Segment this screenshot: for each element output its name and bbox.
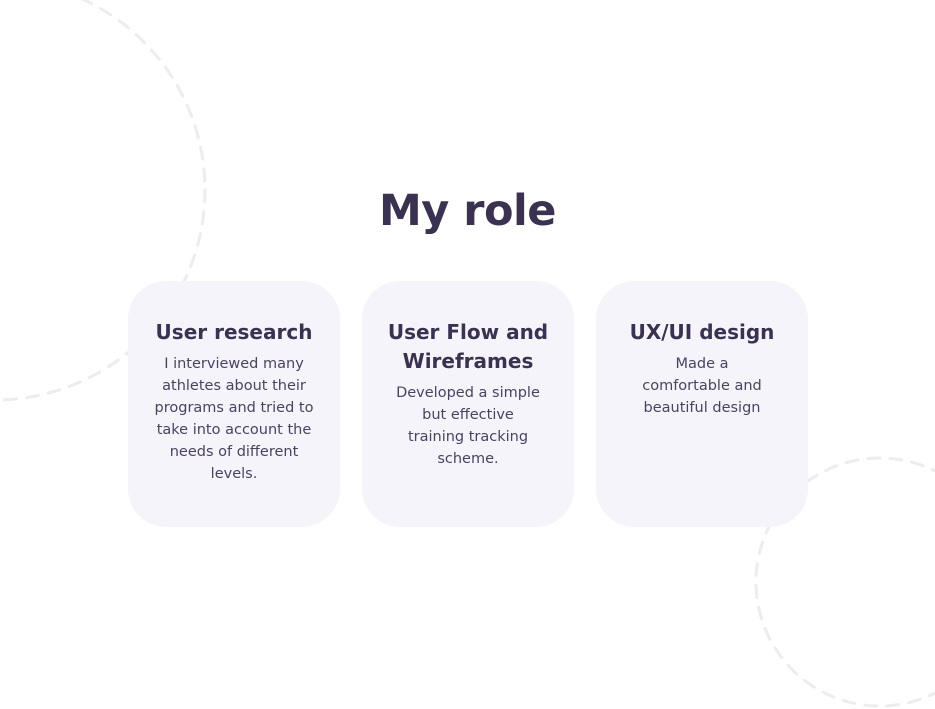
role-cards: User research I interviewed many athlete… — [128, 281, 808, 527]
role-card-user-research: User research I interviewed many athlete… — [128, 281, 340, 527]
card-title: UX/UI design — [629, 320, 775, 344]
section-title: My role — [379, 186, 556, 236]
card-title: User research — [155, 320, 313, 344]
role-card-user-flow: User Flow and Wireframes Developed a sim… — [362, 281, 574, 527]
role-card-ux-ui-design: UX/UI design Made a comfortable and beau… — [596, 281, 808, 527]
card-description: Developed a simple but effective trainin… — [396, 385, 540, 467]
card-description: I interviewed many athletes about their … — [154, 356, 314, 482]
card-title: User Flow and Wireframes — [387, 320, 549, 373]
card-description: Made a comfortable and beautiful design — [642, 356, 762, 416]
